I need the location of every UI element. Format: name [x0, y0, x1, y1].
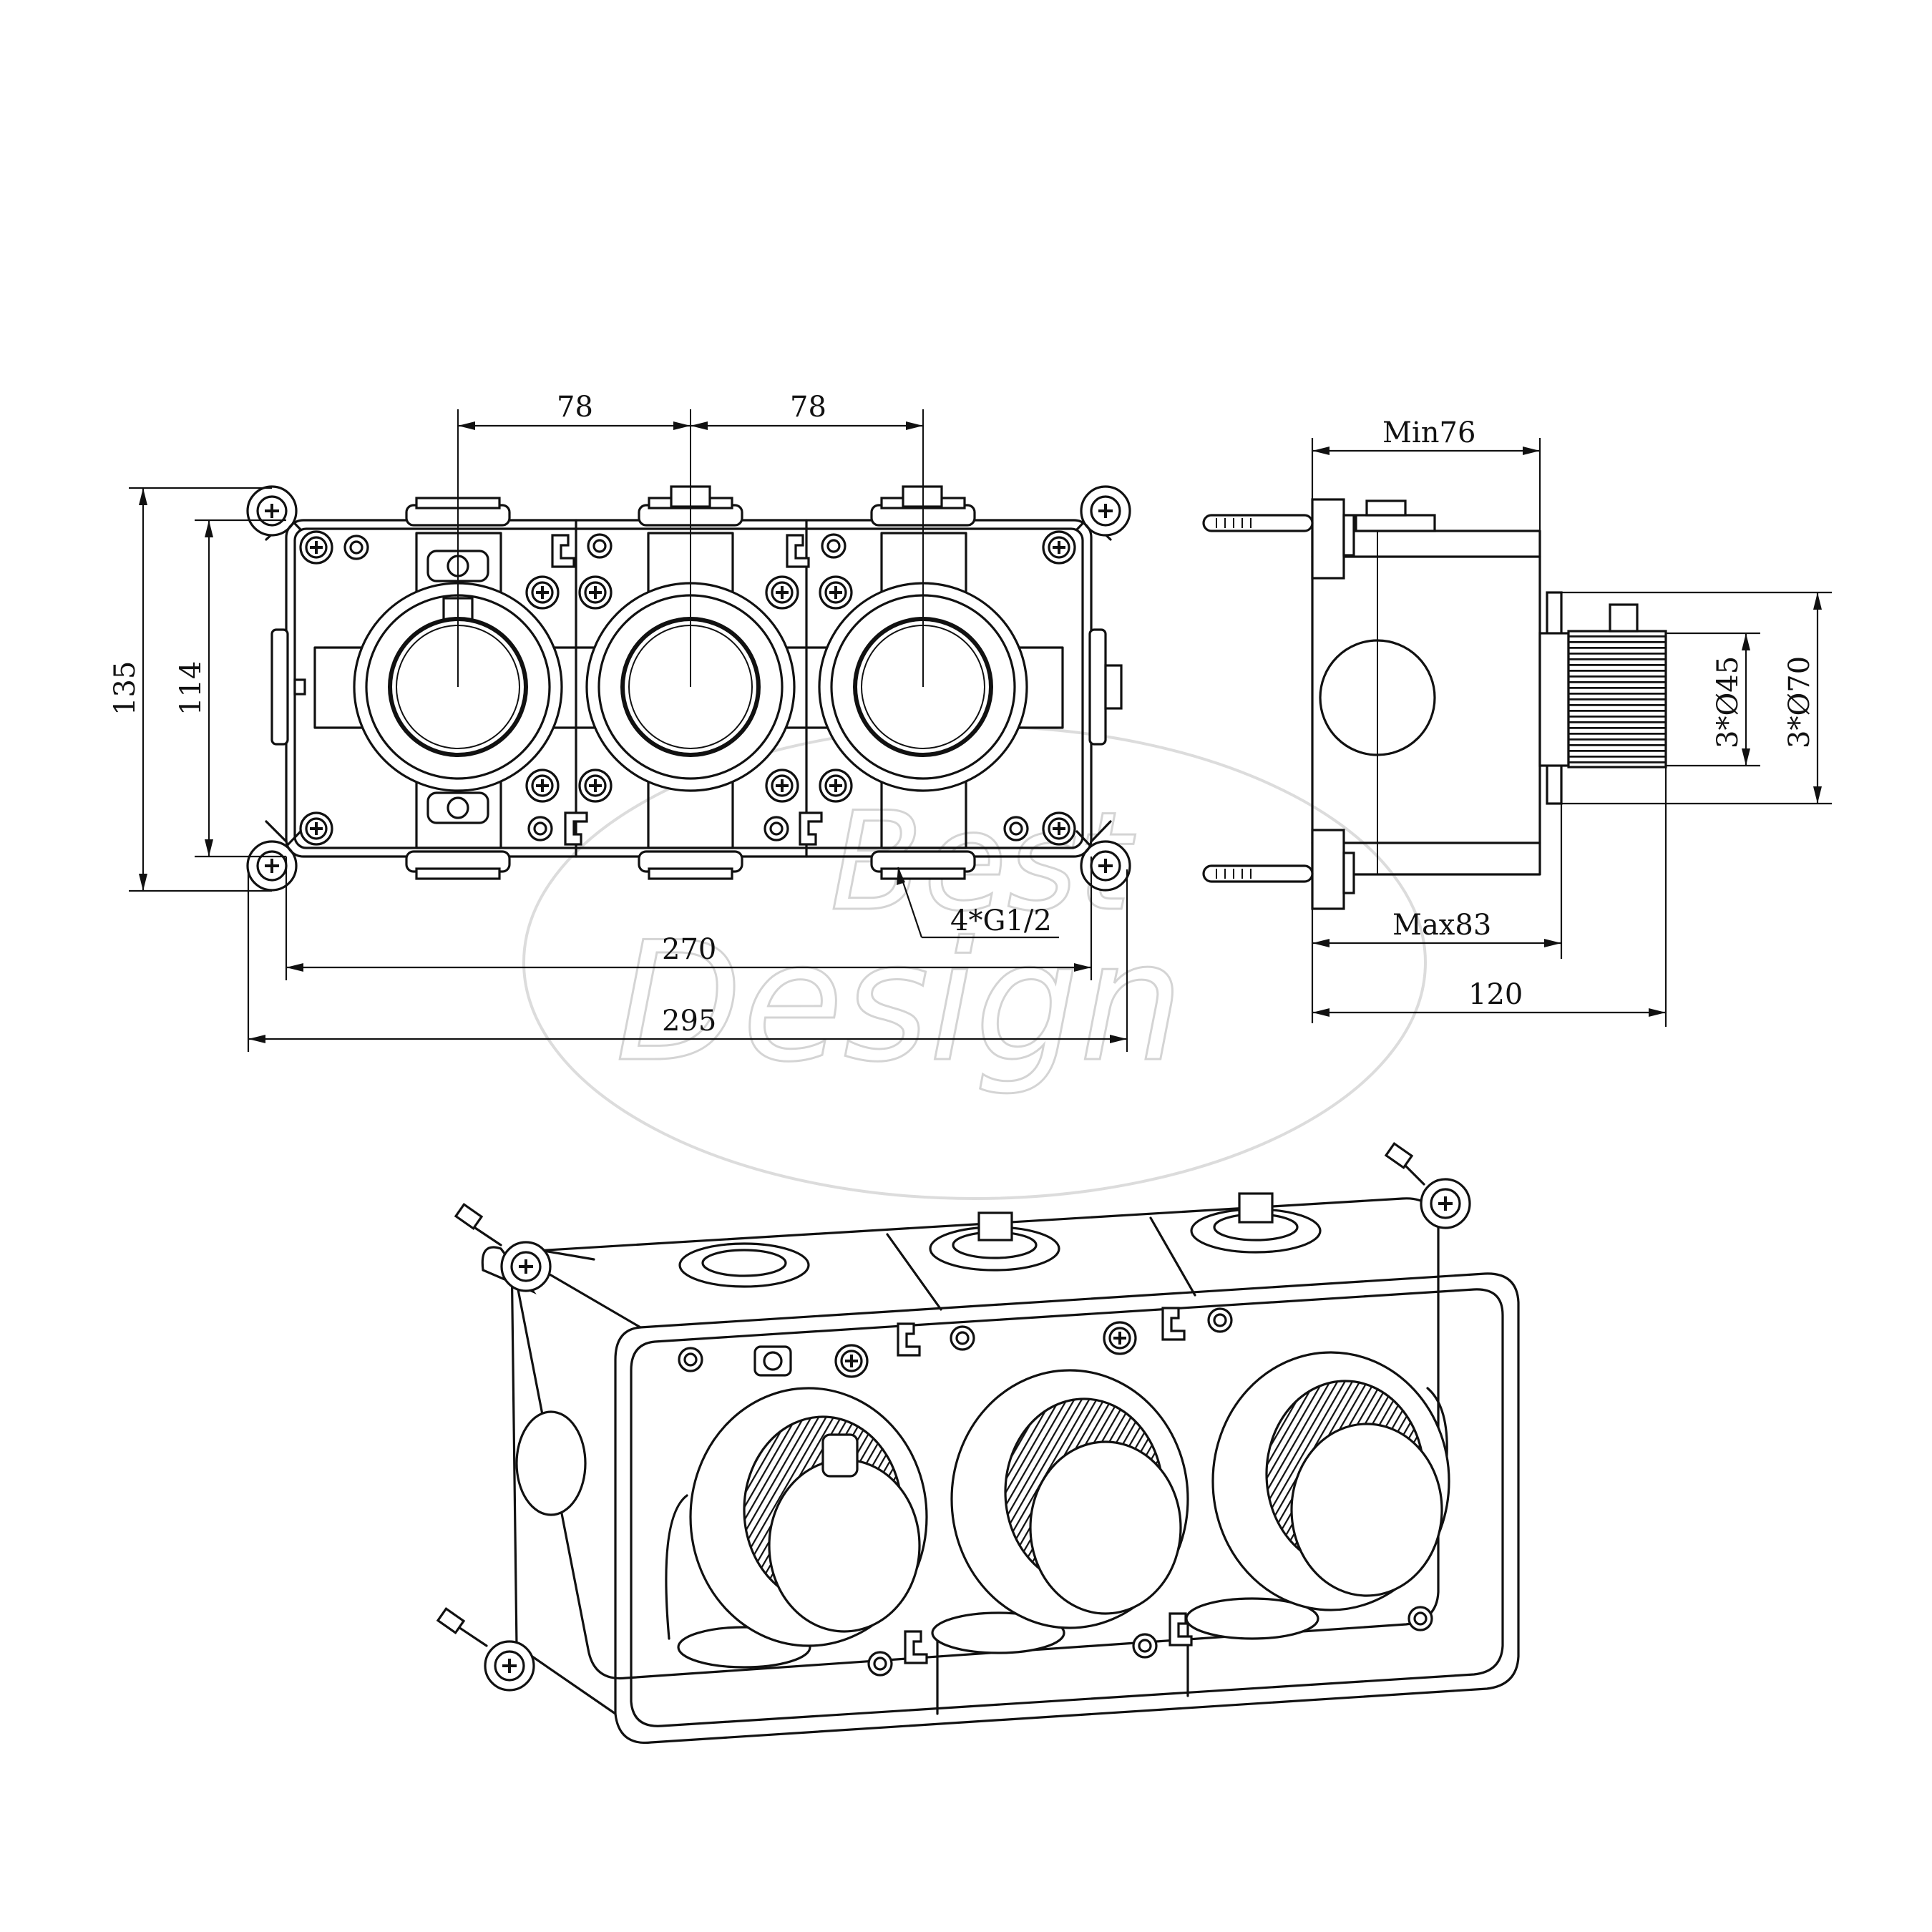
screw-icon	[299, 530, 333, 565]
dim-width-outer: 295	[662, 1005, 716, 1038]
dim-height-inner: 114	[175, 661, 208, 716]
ear-screw-icon	[500, 1241, 552, 1292]
dim-depth-max: Max83	[1392, 909, 1491, 942]
dim-dia-large: 3*Ø70	[1783, 656, 1816, 748]
dim-spacing-right: 78	[790, 391, 826, 424]
ear-screw-icon	[1420, 1178, 1471, 1229]
dim-depth-min: Min76	[1382, 416, 1475, 449]
front-dimensions: 78 78 135 114 270 295 4*G1/2	[109, 391, 1128, 1052]
screw-icon	[819, 575, 853, 610]
screw-icon	[765, 769, 799, 803]
iso-valve-center	[950, 1369, 1189, 1629]
screw-icon	[525, 769, 560, 803]
ear-screw-icon	[484, 1640, 535, 1692]
dim-height-outer: 135	[109, 661, 142, 716]
side-dimensions: Min76 Max83 120 3*Ø45 3*Ø70	[1311, 416, 1832, 1027]
screw-icon	[1042, 811, 1076, 846]
dim-width-inner: 270	[662, 933, 716, 966]
dim-connections: 4*G1/2	[950, 904, 1052, 937]
screw-icon	[819, 769, 853, 803]
side-housing	[1311, 530, 1541, 876]
iso-ears	[436, 1141, 1471, 1692]
iso-valve-left	[689, 1387, 928, 1647]
screw-icon	[299, 811, 333, 846]
screw-icon	[578, 575, 613, 610]
side-view	[1202, 498, 1667, 910]
front-view	[246, 409, 1131, 892]
screw-icon	[578, 769, 613, 803]
wall-plug-top	[1202, 514, 1314, 532]
dim-dia-small: 3*Ø45	[1712, 656, 1745, 748]
iso-valve-right	[1211, 1351, 1450, 1611]
screw-icon	[765, 575, 799, 610]
screw-icon	[1042, 530, 1076, 565]
isometric-view	[436, 1141, 1520, 1745]
wall-plug-bottom	[1202, 864, 1314, 883]
watermark: Best Design	[522, 725, 1427, 1200]
dim-depth-total: 120	[1468, 978, 1523, 1011]
screw-icon	[525, 575, 560, 610]
side-knob-knurled	[1567, 630, 1667, 769]
watermark-line2: Design	[615, 907, 1184, 1098]
dim-spacing-left: 78	[557, 391, 593, 424]
